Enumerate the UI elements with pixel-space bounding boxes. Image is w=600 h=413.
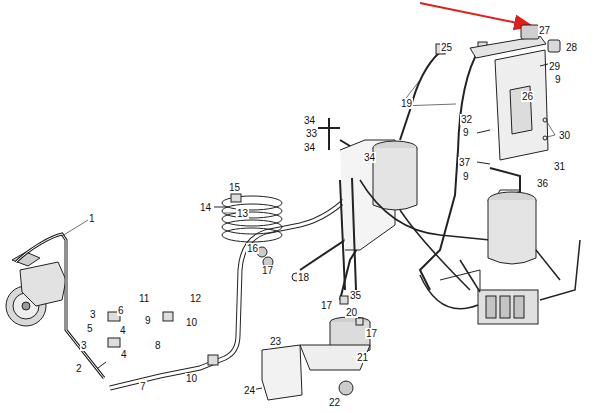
callout-number: 1 <box>88 213 96 224</box>
callout-number: 3 <box>89 309 97 320</box>
callout-number: 21 <box>356 352 369 363</box>
callout-number: 28 <box>565 42 578 53</box>
callout-number: 26 <box>521 91 534 102</box>
callout-number: 17 <box>365 328 378 339</box>
callout-number: 34 <box>363 152 376 163</box>
callout-number: 2 <box>75 363 83 374</box>
callout-number: 16 <box>246 243 259 254</box>
callout-number: 5 <box>86 323 94 334</box>
callout-number: 31 <box>553 161 566 172</box>
callout-number: 14 <box>199 202 212 213</box>
callout-number: 18 <box>297 272 310 283</box>
callout-number: 29 <box>548 61 561 72</box>
callout-number: 17 <box>261 265 274 276</box>
callout-number: 19 <box>400 98 413 109</box>
callout-number: 34 <box>303 142 316 153</box>
callout-number: 9 <box>462 127 470 138</box>
callout-number: 9 <box>144 315 152 326</box>
callout-number: 37 <box>458 157 471 168</box>
callout-number: 11 <box>138 293 150 304</box>
callout-number: 27 <box>538 25 551 36</box>
callout-number: 32 <box>460 114 473 125</box>
callout-number: 22 <box>328 397 341 408</box>
callout-number: 6 <box>117 305 125 316</box>
callout-number: 36 <box>536 178 549 189</box>
callout-number: 4 <box>120 349 128 360</box>
callout-number: 9 <box>462 171 470 182</box>
callout-number: 12 <box>189 293 202 304</box>
callout-number: 10 <box>185 317 198 328</box>
callout-number: 25 <box>440 42 453 53</box>
callout-number: 3 <box>80 340 88 351</box>
callout-number: 13 <box>236 208 249 219</box>
callout-number: 7 <box>139 381 147 392</box>
callout-number: 23 <box>269 336 282 347</box>
callout-number: 35 <box>349 290 362 301</box>
callout-number: 10 <box>185 373 198 384</box>
callout-number: 4 <box>119 325 127 336</box>
callout-number: 34 <box>303 115 316 126</box>
callout-number: 8 <box>154 340 162 351</box>
callout-number: 30 <box>558 130 571 141</box>
callout-number: 33 <box>305 128 318 139</box>
callout-number: 9 <box>554 74 562 85</box>
callout-number: 24 <box>243 385 256 396</box>
callout-number: 17 <box>320 300 333 311</box>
callout-number: 15 <box>228 182 241 193</box>
callout-number: 20 <box>345 307 358 318</box>
